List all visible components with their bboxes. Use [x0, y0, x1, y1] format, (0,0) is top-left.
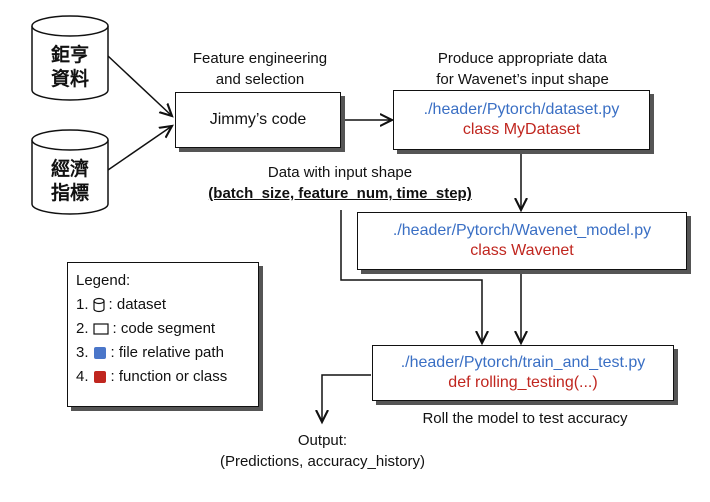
model-class-name: class Wavenet	[470, 242, 574, 259]
output-label-line1: Output:	[297, 432, 348, 449]
dataset-1-line2: 資料	[50, 68, 89, 90]
input-shape-label: Data with input shape (batch_size, featu…	[170, 162, 510, 204]
arrow-train-to-output	[322, 374, 371, 422]
legend-item-function-class: 4. : function or class	[76, 365, 250, 389]
dataset-1-line1: 鉅亨	[50, 44, 89, 66]
red-square-icon	[93, 371, 106, 383]
legend-item-code-segment: 2. : code segment	[76, 317, 250, 341]
model-file-path: ./header/Pytorch/Wavenet_model.py	[392, 222, 652, 239]
arrow-dataset2-to-jimmy	[107, 126, 172, 171]
legend-item-label: : dataset	[108, 296, 167, 313]
input-shape-line2: (batch_size, feature_num, time_step)	[208, 185, 472, 202]
dataset-py-box: ./header/Pytorch/dataset.py class MyData…	[393, 90, 650, 150]
legend-item-number: 2.	[76, 320, 89, 337]
legend-box: Legend: 1. : dataset 2. : code segment 3…	[67, 262, 259, 407]
feature-engineering-label: Feature engineering and selection	[160, 48, 360, 90]
cylinder-icon	[31, 15, 109, 101]
legend-item-label: : code segment	[112, 320, 216, 337]
produce-label-line2: for Wavenet’s input shape	[436, 71, 609, 88]
produce-label-line1: Produce appropriate data	[437, 50, 608, 67]
feature-label-line2: and selection	[215, 71, 305, 88]
train-and-test-box: ./header/Pytorch/train_and_test.py def r…	[372, 345, 674, 401]
legend-item-file-path: 3. : file relative path	[76, 341, 250, 365]
cylinder-icon	[92, 297, 105, 313]
legend-title: Legend:	[76, 272, 131, 289]
dataset-2-line1: 經濟	[50, 158, 89, 180]
legend-item-label: : function or class	[110, 368, 228, 385]
jimmy-code-label: Jimmy’s code	[209, 111, 307, 128]
dataset-cylinder-2: 經濟 指標	[30, 128, 110, 216]
legend-item-dataset: 1. : dataset	[76, 293, 250, 317]
dataset-file-path: ./header/Pytorch/dataset.py	[423, 101, 620, 118]
input-shape-line1: Data with input shape	[267, 164, 413, 181]
cylinder-icon	[31, 129, 109, 215]
blue-square-icon	[93, 347, 106, 359]
dataset-class-name: class MyDataset	[462, 121, 581, 138]
train-function-name: def rolling_testing(...)	[448, 374, 598, 391]
wavenet-model-box: ./header/Pytorch/Wavenet_model.py class …	[357, 212, 687, 270]
output-label-line2: (Predictions, accuracy_history)	[219, 453, 426, 470]
legend-item-label: : file relative path	[110, 344, 224, 361]
roll-model-label: Roll the model to test accuracy	[422, 410, 628, 427]
produce-data-label: Produce appropriate data for Wavenet’s i…	[390, 48, 655, 90]
output-label: Output: (Predictions, accuracy_history)	[185, 430, 460, 472]
legend-item-number: 3.	[76, 344, 89, 361]
arrow-dataset1-to-jimmy	[107, 55, 172, 116]
feature-label-line1: Feature engineering	[192, 50, 328, 67]
jimmy-code-box: Jimmy’s code	[175, 92, 341, 148]
rectangle-icon	[92, 323, 109, 335]
arrow-data-to-train	[340, 210, 482, 343]
dataset-2-line2: 指標	[50, 182, 89, 204]
legend-item-number: 4.	[76, 368, 89, 385]
train-file-path: ./header/Pytorch/train_and_test.py	[400, 354, 646, 371]
legend-item-number: 1.	[76, 296, 89, 313]
dataset-cylinder-1: 鉅亨 資料	[30, 14, 110, 102]
